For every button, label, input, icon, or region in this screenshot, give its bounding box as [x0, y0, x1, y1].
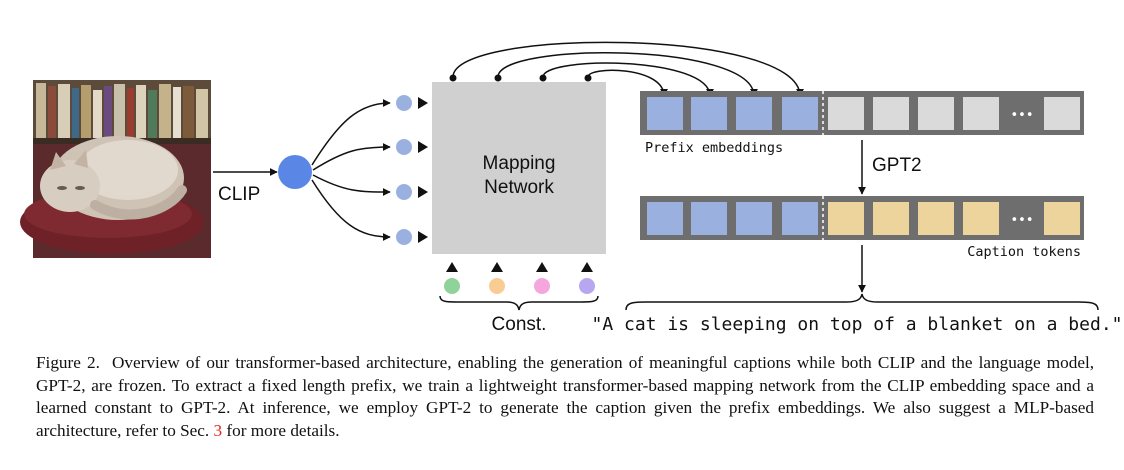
- caption-token-strip: [640, 196, 1084, 240]
- prefix-connection-arcs: [452, 41, 804, 97]
- prefix-embeddings-label: Prefix embeddings: [645, 140, 783, 156]
- mapping-network-box: [432, 82, 606, 254]
- clip-label: CLIP: [218, 184, 260, 205]
- const-label: Const.: [492, 314, 547, 335]
- const-brace: [439, 295, 599, 311]
- figure-caption: Figure 2. Overview of our transformer-ba…: [36, 352, 1094, 442]
- caption-tokens-label: Caption tokens: [967, 244, 1081, 260]
- cat-photo: [20, 80, 211, 258]
- mapping-network-label-line1: Mapping: [483, 153, 556, 174]
- caption-text-end: for more details.: [226, 420, 340, 440]
- architecture-diagram: CLIP Mapping Network Const.: [20, 41, 1123, 335]
- caption-text: Overview of our transformer-based archit…: [36, 353, 1095, 440]
- output-brace: [625, 293, 1099, 311]
- section-reference-link[interactable]: 3: [213, 420, 223, 440]
- prefix-input-dots: [396, 95, 428, 245]
- clip-embedding-node: [278, 155, 312, 189]
- figure-label: Figure 2.: [36, 353, 100, 372]
- fanout-curves: [311, 99, 391, 241]
- caption-strip-ellipsis: •••: [1010, 213, 1033, 228]
- mapping-network-label-line2: Network: [484, 177, 554, 198]
- generated-caption: "A cat is sleeping on top of a blanket o…: [591, 314, 1122, 335]
- prefix-strip-ellipsis: •••: [1010, 108, 1033, 123]
- prefix-token-strip: [640, 91, 1084, 135]
- gpt2-label: GPT2: [872, 155, 922, 176]
- arc-start-dots: [449, 74, 592, 82]
- const-inputs: [444, 262, 595, 294]
